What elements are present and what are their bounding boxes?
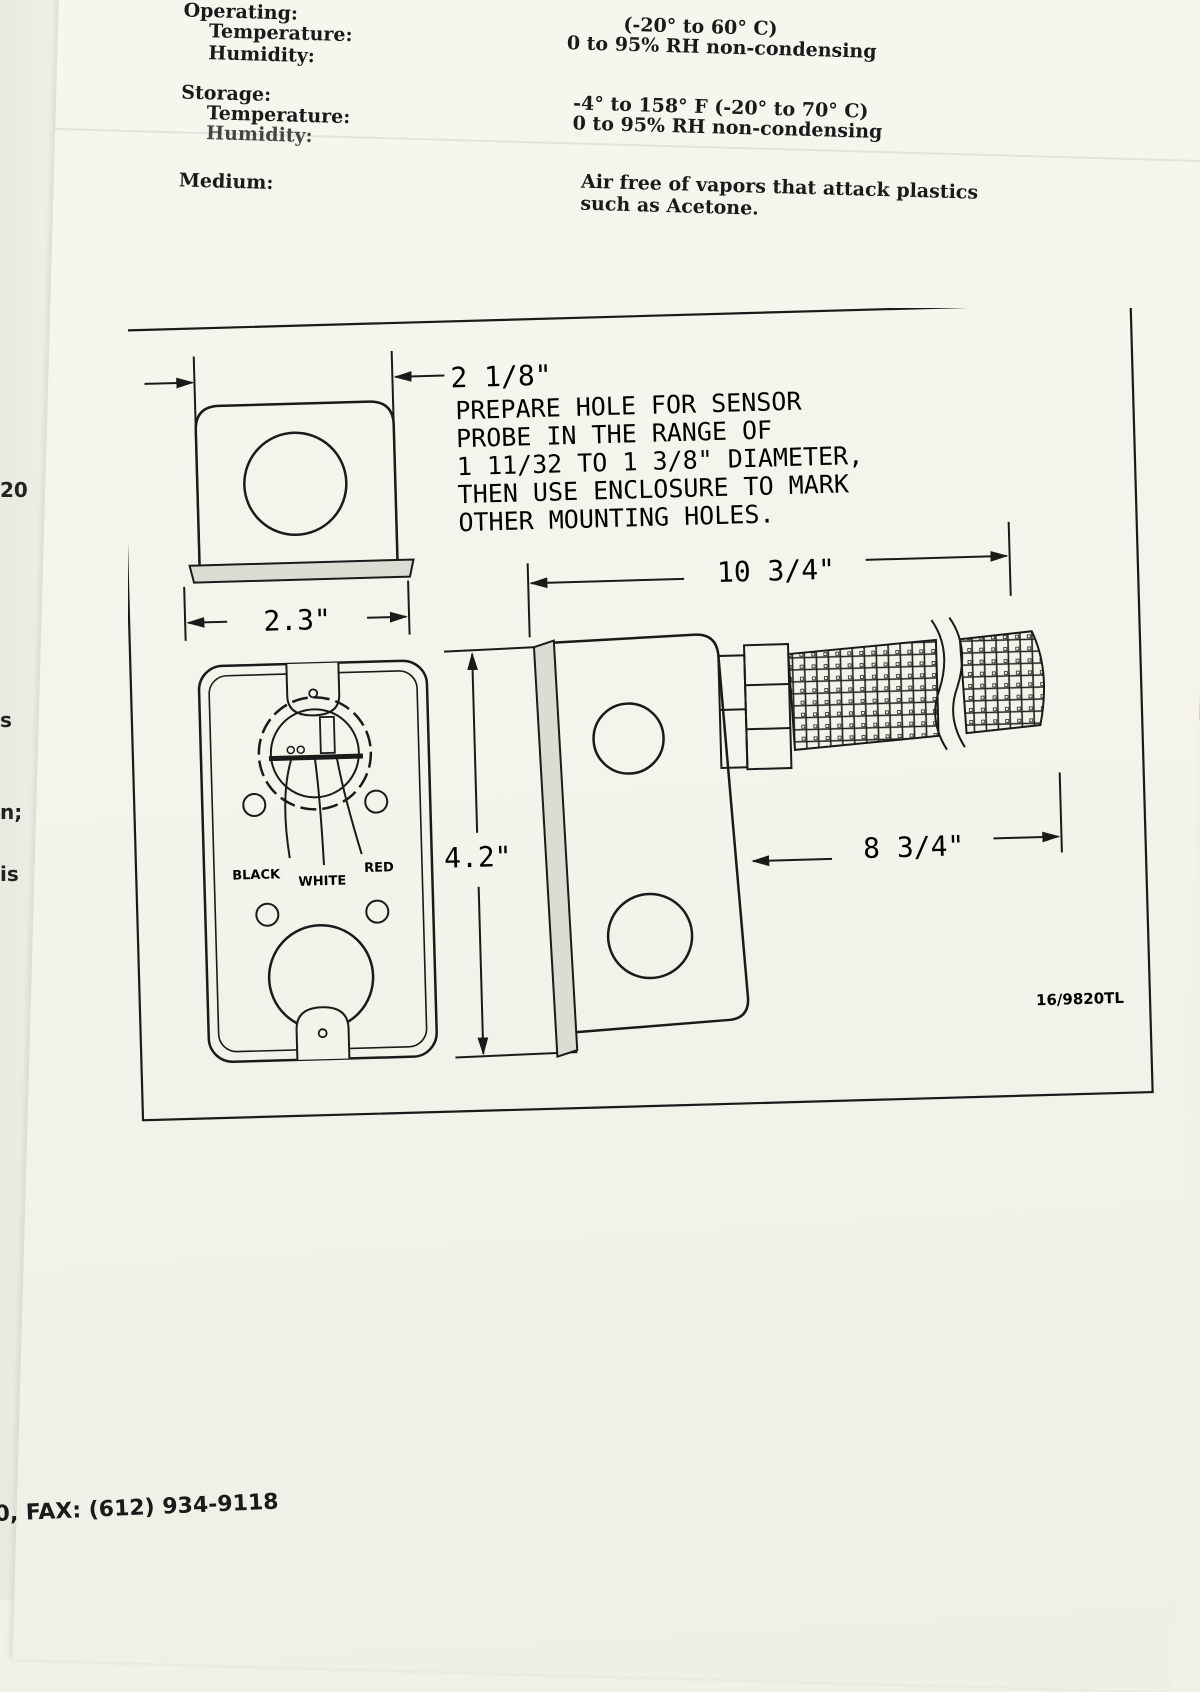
spec-medium-value-line2: such as Acetone. — [580, 192, 760, 220]
drawing-frame — [128, 308, 1154, 1122]
front-view: BLACK WHITE RED — [197, 659, 438, 1063]
front-view-width-dimension: 2.3" — [183, 580, 411, 641]
spec-storage-humidity-label: Humidity: — [205, 122, 313, 148]
part-code: 16/9820TL — [1036, 989, 1125, 1009]
dim-total-length: 10 3/4" — [716, 553, 835, 589]
wire-label-black: BLACK — [232, 867, 281, 883]
top-view: 2 1/8" — [144, 350, 552, 584]
edge-fragment: s — [0, 708, 12, 732]
dim-probe-length: 8 3/4" — [863, 829, 965, 865]
side-view — [532, 616, 1046, 1059]
instructions-block: PREPARE HOLE FOR SENSOR PROBE IN THE RAN… — [455, 387, 864, 538]
wire-label-red: RED — [364, 860, 394, 876]
wire-label-white: WHITE — [298, 873, 346, 889]
dim-width: 2.3" — [263, 603, 331, 638]
dim-height: 4.2" — [444, 840, 512, 875]
side-view-dimensions: 10 3/4" 4.2" 8 3/4" — [444, 521, 1063, 1059]
dim-top-width: 2 1/8" — [450, 359, 552, 395]
spec-operating-humidity-value: 0 to 95% RH non-condensing — [566, 32, 877, 63]
spec-medium: Medium: Air free of vapors that attack p… — [178, 159, 999, 242]
edge-fragment: 20 — [0, 478, 28, 502]
spec-operating-humidity-label: Humidity: — [208, 42, 316, 68]
spec-medium-label: Medium: — [178, 169, 274, 195]
edge-fragment: is — [0, 862, 19, 886]
edge-fragment: n; — [0, 800, 23, 824]
dimension-drawing: 2 1/8" PREPARE HOLE FOR SENSOR PROBE IN … — [128, 308, 1154, 1122]
